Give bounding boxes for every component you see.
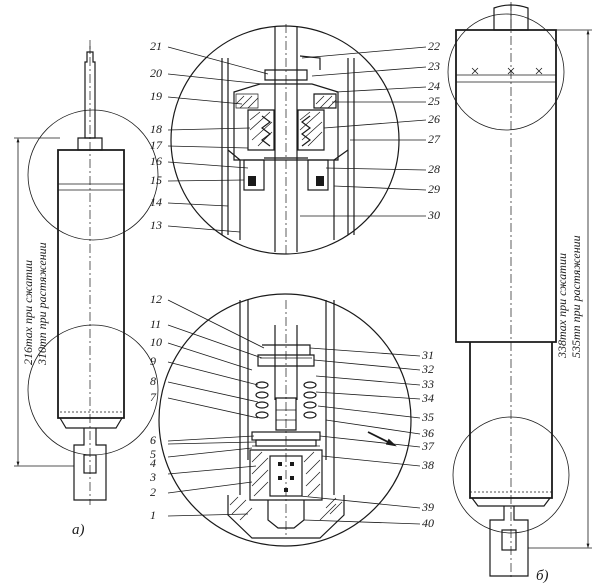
dim-label-b-extended: 535тп при растяжении bbox=[569, 235, 583, 358]
callout-5: 5 bbox=[150, 447, 156, 461]
subfigure-label-a: а) bbox=[72, 522, 85, 538]
callout-13: 13 bbox=[150, 218, 162, 232]
callout-14: 14 bbox=[150, 195, 162, 209]
callout-9: 9 bbox=[150, 354, 156, 368]
callout-27: 27 bbox=[428, 132, 441, 146]
callout-35: 35 bbox=[421, 410, 434, 424]
leader-lines bbox=[167, 46, 427, 525]
callout-30: 30 bbox=[427, 208, 440, 222]
detail-circle-lower-a bbox=[27, 324, 159, 456]
callout-34: 34 bbox=[421, 391, 434, 405]
callout-16: 16 bbox=[150, 154, 162, 168]
callout-15: 15 bbox=[150, 173, 162, 187]
callout-24: 24 bbox=[428, 79, 440, 93]
callout-26: 26 bbox=[428, 112, 440, 126]
detail-circle-upper-a bbox=[27, 109, 159, 241]
callout-8: 8 bbox=[150, 374, 156, 388]
callout-18: 18 bbox=[150, 122, 162, 136]
callout-33: 33 bbox=[421, 377, 434, 391]
callout-7: 7 bbox=[150, 390, 157, 404]
callout-10: 10 bbox=[150, 335, 162, 349]
callout-6: 6 bbox=[150, 433, 156, 447]
dimension-line-a bbox=[14, 137, 74, 467]
callout-29: 29 bbox=[428, 182, 440, 196]
callout-37: 37 bbox=[421, 439, 435, 453]
dimension-line-b bbox=[528, 29, 592, 549]
callout-25: 25 bbox=[428, 94, 440, 108]
callout-36: 36 bbox=[421, 426, 434, 440]
subfigure-label-b: б) bbox=[536, 568, 549, 584]
dim-label-a-compressed: 216тах при сжатии bbox=[21, 260, 35, 365]
callout-2: 2 bbox=[150, 485, 156, 499]
upper-detail-section bbox=[170, 24, 400, 255]
dim-label-b-compressed: 338тах при сжатии bbox=[555, 253, 569, 359]
callout-32: 32 bbox=[421, 362, 434, 376]
shock-absorber-a: 216тах при сжатии 310тп при растяжении а… bbox=[14, 40, 159, 538]
callout-21: 21 bbox=[150, 39, 162, 53]
callout-23: 23 bbox=[428, 59, 440, 73]
callout-40: 40 bbox=[422, 516, 434, 530]
callout-11: 11 bbox=[150, 317, 161, 331]
detail-circle-upper-b bbox=[447, 13, 565, 131]
lower-detail-section bbox=[158, 293, 412, 547]
callout-31: 31 bbox=[421, 348, 434, 362]
dim-label-a-extended: 310тп при растяжении bbox=[35, 242, 49, 366]
callout-38: 38 bbox=[421, 458, 434, 472]
callout-17: 17 bbox=[150, 138, 163, 152]
detail-circle-lower-b bbox=[452, 416, 570, 534]
callout-20: 20 bbox=[150, 66, 162, 80]
callout-22: 22 bbox=[428, 39, 440, 53]
callout-4: 4 bbox=[150, 456, 156, 470]
callout-39: 39 bbox=[421, 500, 434, 514]
callout-1: 1 bbox=[150, 508, 156, 522]
callout-28: 28 bbox=[428, 162, 440, 176]
callout-3: 3 bbox=[149, 470, 156, 484]
callout-19: 19 bbox=[150, 89, 162, 103]
callout-numbers: 21 20 19 18 17 16 15 14 13 22 23 24 25 2… bbox=[149, 39, 441, 530]
shock-absorber-b: 338тах при сжатии 535тп при растяжении б… bbox=[447, 2, 592, 584]
callout-12: 12 bbox=[150, 292, 162, 306]
